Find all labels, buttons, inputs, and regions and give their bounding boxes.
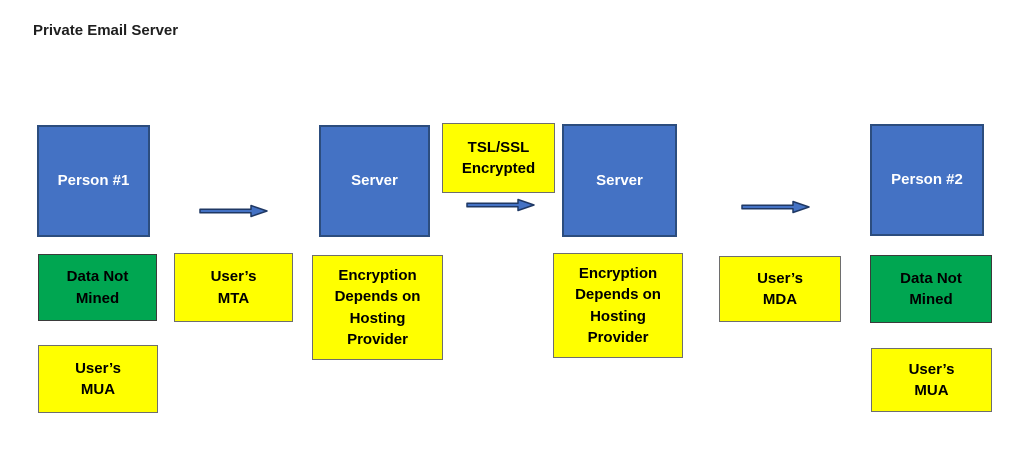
data-not-mined-left-box: Data Not Mined bbox=[38, 254, 157, 321]
arrow-right-icon bbox=[741, 200, 810, 214]
users-mda-label: User’s MDA bbox=[757, 269, 803, 308]
person2-label: Person #2 bbox=[891, 171, 963, 189]
data-not-mined-right-label: Data Not Mined bbox=[900, 269, 962, 308]
tsl-ssl-encrypted-box: TSL/SSL Encrypted bbox=[442, 123, 555, 193]
arrow-right-icon bbox=[199, 204, 268, 218]
users-mta-box: User’s MTA bbox=[174, 253, 293, 322]
server-right-label: Server bbox=[596, 171, 643, 189]
arrow-right-icon bbox=[466, 198, 535, 212]
server-left-box: Server bbox=[319, 125, 430, 237]
users-mua-right-box: User’s MUA bbox=[871, 348, 992, 412]
person2-box: Person #2 bbox=[870, 124, 984, 236]
users-mua-right-label: User’s MUA bbox=[908, 360, 955, 399]
server-right-box: Server bbox=[562, 124, 677, 237]
data-not-mined-right-box: Data Not Mined bbox=[870, 255, 992, 323]
encryption-left-label: Encryption Depends on Hosting Provider bbox=[334, 266, 421, 348]
tsl-ssl-encrypted-label: TSL/SSL Encrypted bbox=[461, 138, 536, 177]
encryption-right-box: Encryption Depends on Hosting Provider bbox=[553, 253, 683, 358]
encryption-left-box: Encryption Depends on Hosting Provider bbox=[312, 255, 443, 360]
users-mda-box: User’s MDA bbox=[719, 256, 841, 322]
data-not-mined-left-label: Data Not Mined bbox=[66, 268, 129, 307]
users-mua-left-label: User’s MUA bbox=[75, 359, 121, 398]
encryption-right-label: Encryption Depends on Hosting Provider bbox=[575, 264, 661, 346]
users-mua-left-box: User’s MUA bbox=[38, 345, 158, 413]
users-mta-label: User’s MTA bbox=[210, 268, 257, 307]
server-left-label: Server bbox=[351, 172, 398, 190]
person1-box: Person #1 bbox=[37, 125, 150, 237]
page-title: Private Email Server bbox=[33, 22, 179, 39]
person1-label: Person #1 bbox=[57, 172, 130, 190]
